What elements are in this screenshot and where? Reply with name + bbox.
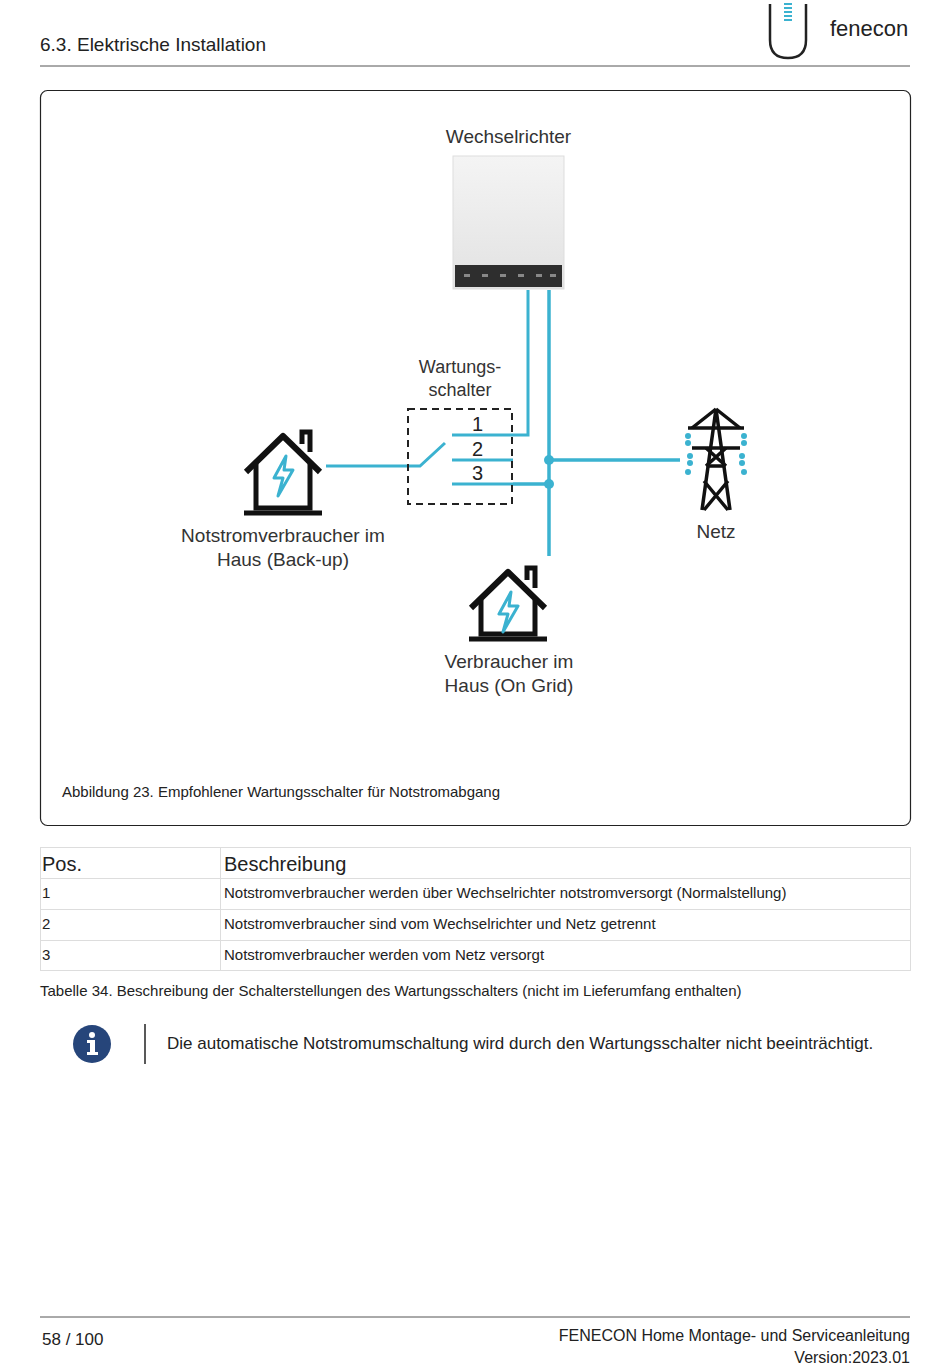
ongrid-house: Verbraucher im Haus (On Grid) bbox=[465, 556, 553, 642]
info-note: Die automatische Notstromumschaltung wir… bbox=[167, 1034, 873, 1054]
table-cell: 1 bbox=[42, 884, 50, 902]
footer-version: Version:2023.01 bbox=[794, 1348, 910, 1367]
wire-connector bbox=[513, 484, 549, 556]
node-label: Wechselrichter bbox=[419, 125, 599, 149]
table-header: Pos. bbox=[42, 852, 82, 876]
table-cell: Notstromverbraucher werden über Wechselr… bbox=[224, 884, 786, 902]
footer-title: FENECON Home Montage- und Serviceanleitu… bbox=[559, 1326, 910, 1345]
backup-house: Notstromverbraucher im Haus (Back-up) bbox=[240, 420, 326, 516]
table-cell: 2 bbox=[42, 915, 50, 933]
header-rule bbox=[40, 66, 910, 67]
page-number: 58 / 100 bbox=[42, 1330, 103, 1350]
figure-caption: Abbildung 23. Empfohlener Wartungsschalt… bbox=[62, 783, 500, 801]
callout-number: 1 bbox=[472, 412, 483, 436]
table-caption: Tabelle 34. Beschreibung der Schalterste… bbox=[40, 982, 742, 1000]
info-icon bbox=[73, 1024, 145, 1064]
table-header: Beschreibung bbox=[224, 852, 346, 876]
fenecon-logo bbox=[770, 4, 806, 58]
house-outline bbox=[240, 420, 326, 516]
table-grid bbox=[40, 847, 911, 971]
house-outline bbox=[465, 556, 553, 642]
page-header: 6.3. Elektrische Installation bbox=[40, 34, 266, 57]
dashed-outline bbox=[407, 408, 513, 505]
figure-frame bbox=[41, 91, 911, 826]
footer-rule bbox=[40, 1317, 910, 1318]
wire-connector bbox=[549, 290, 680, 460]
inverter-box: Wechselrichter bbox=[452, 155, 565, 290]
switch-contacts bbox=[407, 435, 513, 484]
table-cell: Notstromverbraucher sind vom Wechselrich… bbox=[224, 915, 656, 933]
callout-number: 3 bbox=[472, 461, 483, 485]
wire-connector bbox=[513, 460, 680, 484]
node-label: Netz bbox=[656, 520, 776, 544]
maintenance-switch: Wartungs- schalter bbox=[407, 408, 513, 505]
inverter-outline bbox=[452, 155, 565, 290]
node-label: Verbraucher im Haus (On Grid) bbox=[424, 650, 594, 699]
table-cell: Notstromverbraucher werden vom Netz vers… bbox=[224, 946, 544, 964]
table-cell: 3 bbox=[42, 946, 50, 964]
node-label: Wartungs- schalter bbox=[400, 356, 520, 402]
grid-tower: Netz bbox=[680, 406, 752, 512]
wire-connector bbox=[326, 465, 407, 468]
node-label: Notstromverbraucher im Haus (Back-up) bbox=[178, 524, 388, 573]
logo-text: fenecon bbox=[830, 16, 908, 42]
tower-outline bbox=[680, 406, 752, 512]
callout-number: 2 bbox=[472, 437, 483, 461]
wire-connector bbox=[513, 290, 528, 435]
